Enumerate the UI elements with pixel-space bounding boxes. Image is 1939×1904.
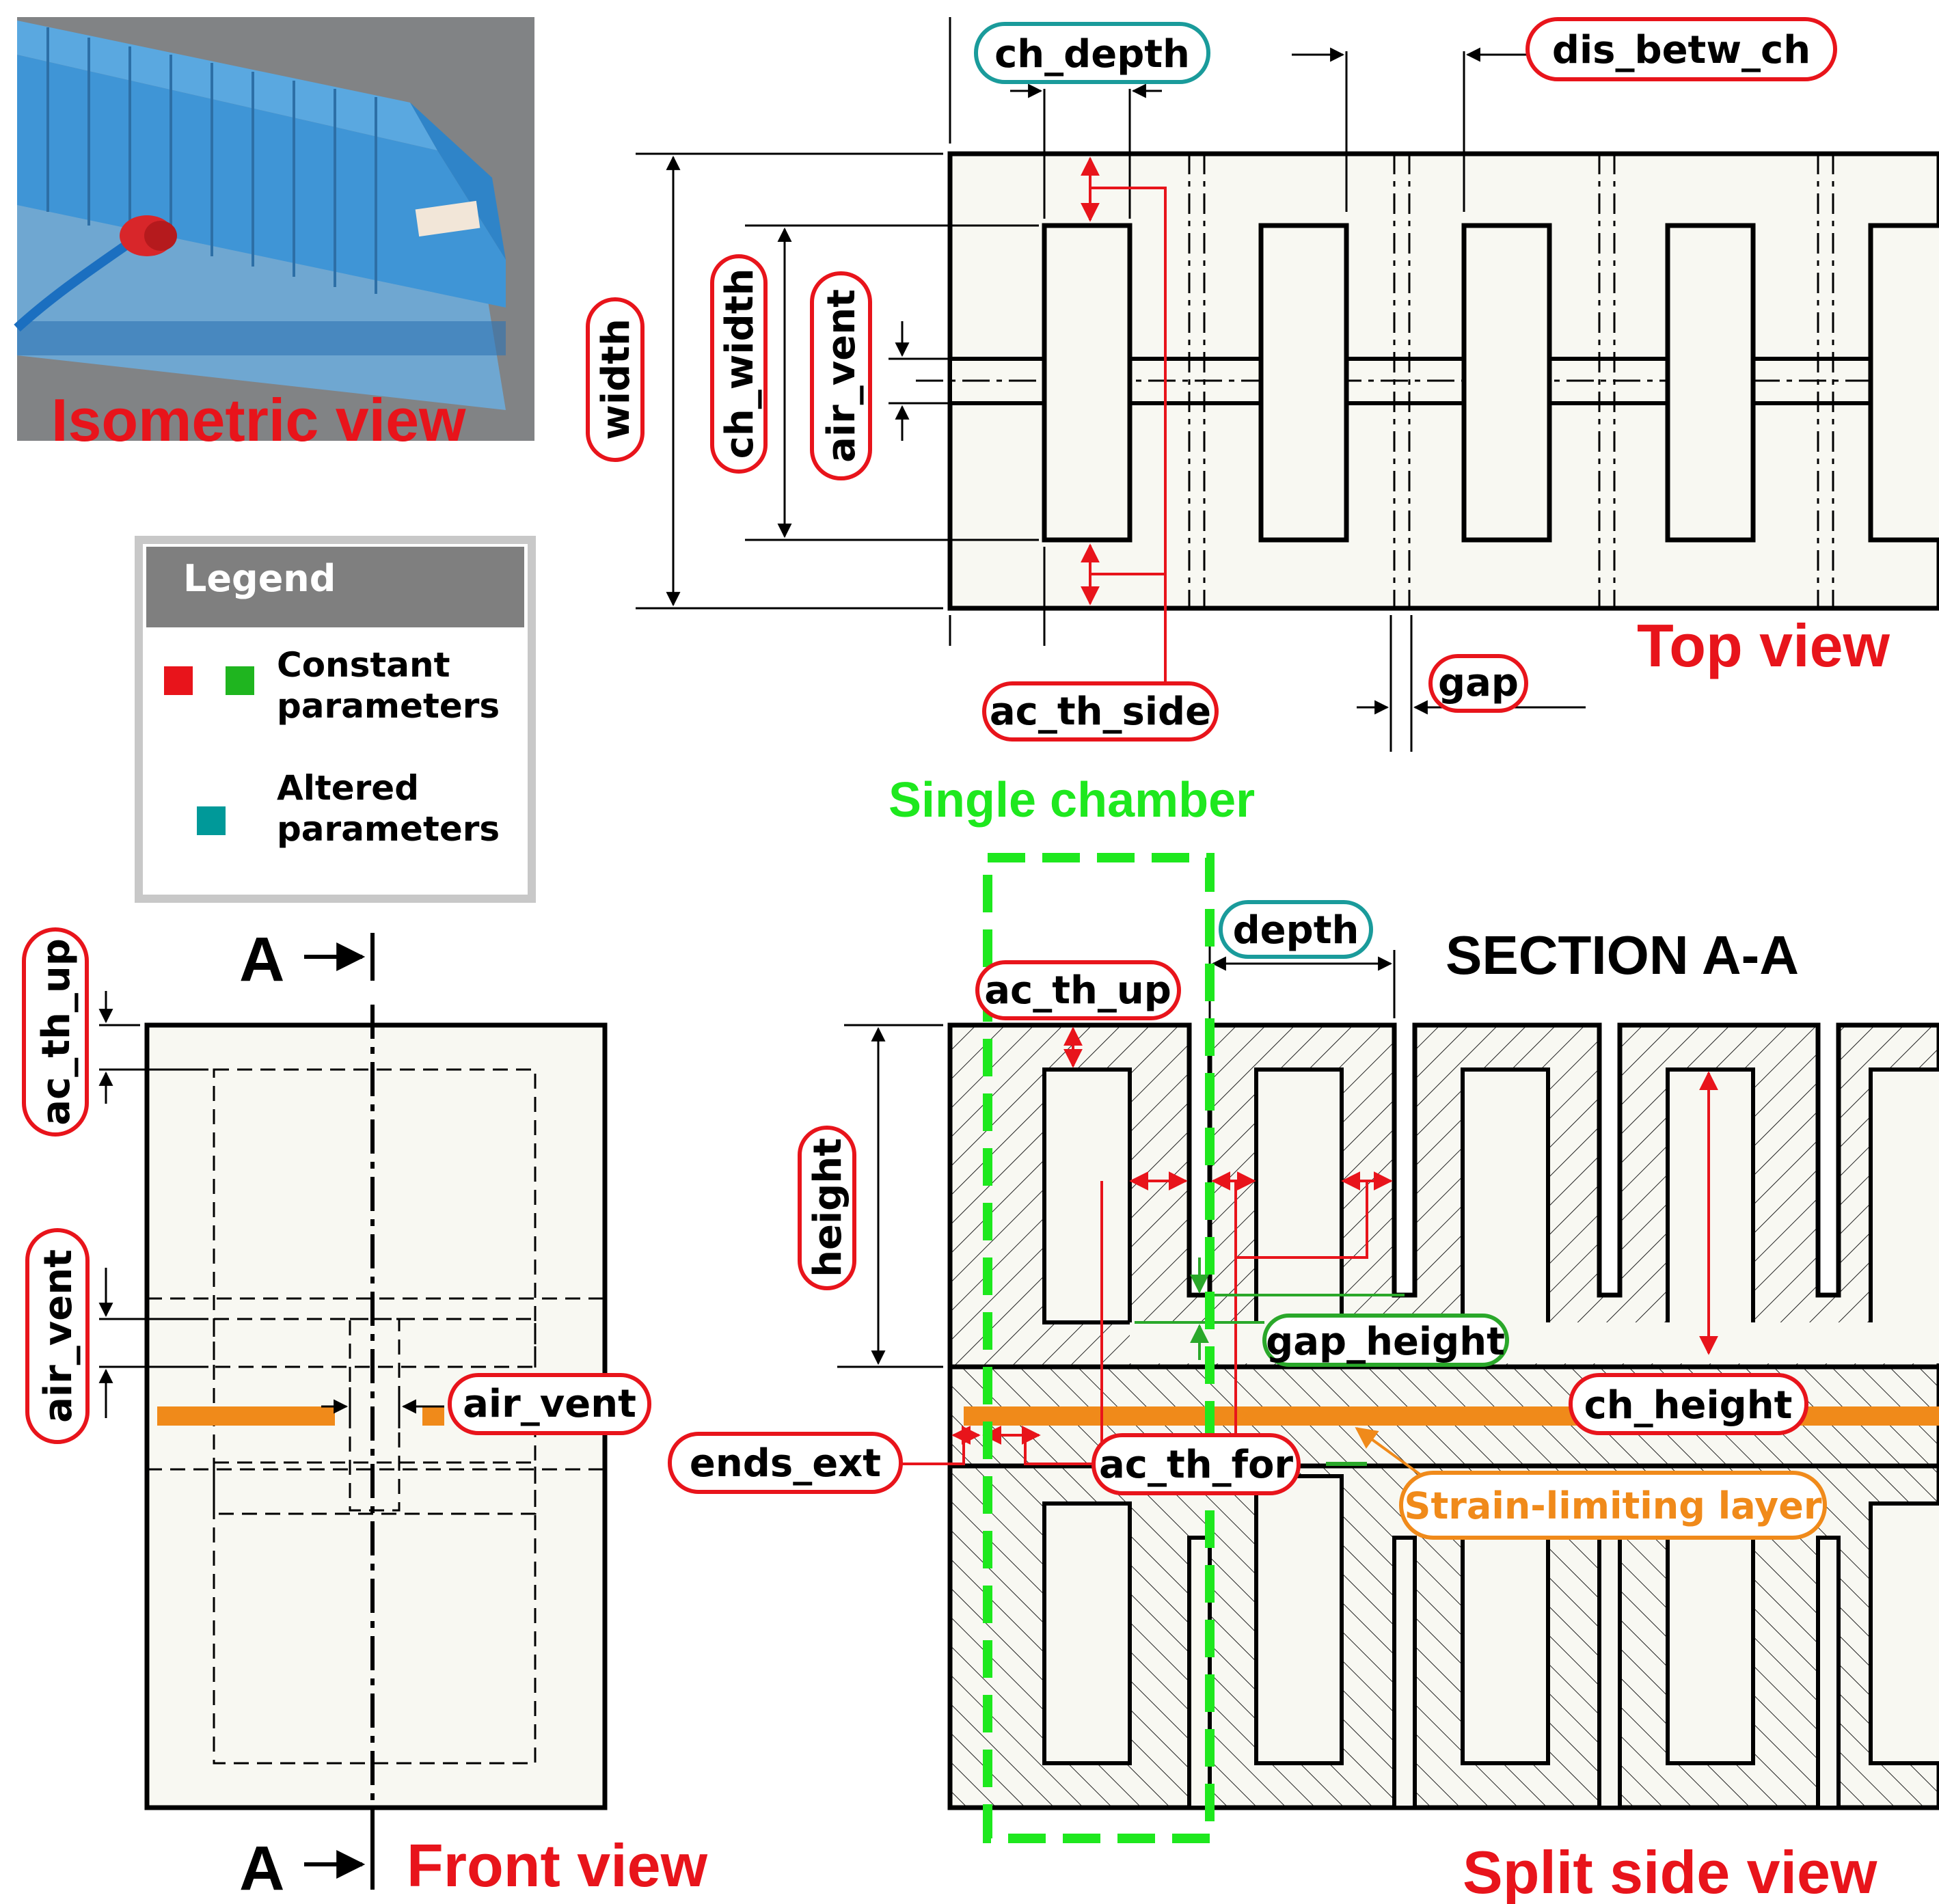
svg-text:ends_ext: ends_ext xyxy=(690,1441,881,1486)
svg-text:ac_th_side: ac_th_side xyxy=(990,690,1211,734)
isometric-view-label: Isometric view xyxy=(51,386,466,454)
label-ch-width: ch_width xyxy=(710,254,768,474)
legend-constant-line2: parameters xyxy=(277,686,500,726)
section-view-drawing xyxy=(837,853,1939,1843)
svg-text:ch_height: ch_height xyxy=(1584,1383,1793,1428)
label-width: width xyxy=(586,297,645,462)
svg-text:depth: depth xyxy=(1233,908,1359,953)
svg-text:gap: gap xyxy=(1438,661,1519,705)
legend-swatch-red xyxy=(164,666,193,695)
label-ac-th-side: ac_th_side xyxy=(982,681,1219,742)
top-view-label: Top view xyxy=(1637,612,1890,679)
label-strain-limiting-layer: Strain-limiting layer xyxy=(1399,1471,1827,1540)
svg-text:ch_width: ch_width xyxy=(718,269,762,459)
label-air-vent-front-vertical: air_vent xyxy=(25,1228,90,1444)
label-height: height xyxy=(798,1126,856,1290)
svg-text:air_vent: air_vent xyxy=(36,1249,81,1423)
legend-altered-line1: Altered xyxy=(277,768,419,808)
svg-text:ch_depth: ch_depth xyxy=(994,32,1190,77)
label-air-vent-top: air_vent xyxy=(810,271,872,480)
label-depth: depth xyxy=(1219,900,1373,959)
section-marker-top: A xyxy=(239,925,284,994)
legend-altered-line2: parameters xyxy=(277,809,500,849)
legend-constant-line1: Constant xyxy=(277,645,450,685)
label-ac-th-up-front: ac_th_up xyxy=(22,927,89,1137)
single-chamber-outline xyxy=(983,853,1215,1843)
front-view-label: Front view xyxy=(407,1832,708,1899)
label-ch-depth: ch_depth xyxy=(974,22,1210,84)
legend-swatch-green xyxy=(226,666,254,695)
label-ac-th-for: ac_th_for xyxy=(1091,1433,1301,1495)
svg-text:gap_height: gap_height xyxy=(1266,1320,1505,1364)
svg-text:air_vent: air_vent xyxy=(819,289,864,463)
single-chamber-label: Single chamber xyxy=(889,773,1255,828)
legend-title: Legend xyxy=(183,557,336,600)
isometric-photo xyxy=(14,17,534,441)
legend-swatch-teal xyxy=(197,806,226,835)
label-ch-height: ch_height xyxy=(1569,1373,1808,1435)
svg-text:height: height xyxy=(806,1138,850,1277)
svg-text:ac_th_for: ac_th_for xyxy=(1099,1443,1293,1487)
label-air-vent-front-horizontal: air_vent xyxy=(448,1373,651,1435)
svg-text:air_vent: air_vent xyxy=(463,1382,636,1426)
split-side-view-label: Split side view xyxy=(1463,1838,1877,1904)
section-marker-bottom: A xyxy=(239,1834,284,1903)
legend-box: Legend Constant parameters Altered param… xyxy=(135,536,536,903)
svg-text:dis_betw_ch: dis_betw_ch xyxy=(1552,28,1811,72)
label-gap-height: gap_height xyxy=(1262,1314,1509,1367)
label-dis-betw-ch: dis_betw_ch xyxy=(1526,17,1837,81)
svg-text:ac_th_up: ac_th_up xyxy=(34,938,79,1126)
svg-text:Strain-limiting layer: Strain-limiting layer xyxy=(1405,1484,1822,1527)
label-ac-th-up-section: ac_th_up xyxy=(975,960,1181,1020)
label-gap: gap xyxy=(1428,654,1528,713)
label-ends-ext: ends_ext xyxy=(668,1432,903,1494)
section-title: SECTION A-A xyxy=(1446,925,1799,985)
top-view-drawing xyxy=(636,17,1939,752)
svg-text:ac_th_up: ac_th_up xyxy=(984,968,1171,1013)
svg-text:width: width xyxy=(594,318,638,440)
